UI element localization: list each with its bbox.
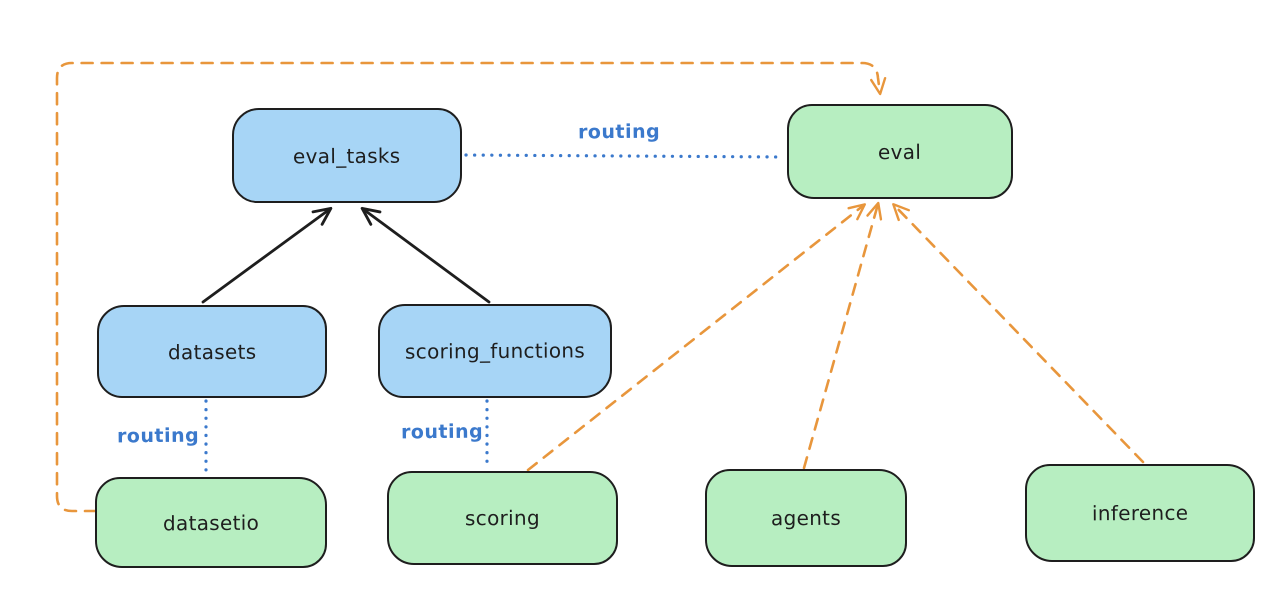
routing-label-eval-tasks-eval: routing — [577, 120, 661, 144]
routing-line-eval-tasks-to-eval — [464, 153, 786, 159]
node-inference: inference — [1025, 464, 1255, 562]
arrow-agents-to-eval — [802, 201, 883, 470]
node-eval-label: eval — [878, 139, 922, 164]
node-eval-tasks: eval_tasks — [232, 108, 462, 203]
node-scoring: scoring — [387, 471, 618, 565]
node-scoring-label: scoring — [464, 505, 541, 531]
node-inference-label: inference — [1091, 500, 1189, 526]
node-agents: agents — [705, 469, 907, 567]
node-scoring-functions: scoring_functions — [378, 304, 612, 398]
routing-label-datasets-datasetio: routing — [116, 424, 200, 448]
node-agents-label: agents — [770, 505, 842, 531]
node-datasets-label: datasets — [167, 339, 257, 364]
node-eval: eval — [787, 104, 1013, 199]
node-datasetio-label: datasetio — [162, 510, 260, 535]
arrow-scoring-functions-to-eval-tasks — [360, 206, 491, 304]
node-eval-tasks-label: eval_tasks — [293, 143, 401, 168]
arrow-inference-to-eval — [892, 203, 1145, 464]
node-scoring-functions-label: scoring_functions — [404, 338, 586, 364]
arrow-datasets-to-eval-tasks — [201, 206, 333, 304]
node-datasets: datasets — [97, 305, 327, 398]
routing-label-scoring-functions-scoring: routing — [400, 420, 484, 444]
node-datasetio: datasetio — [95, 477, 327, 568]
arrow-scoring-to-eval — [526, 203, 866, 472]
